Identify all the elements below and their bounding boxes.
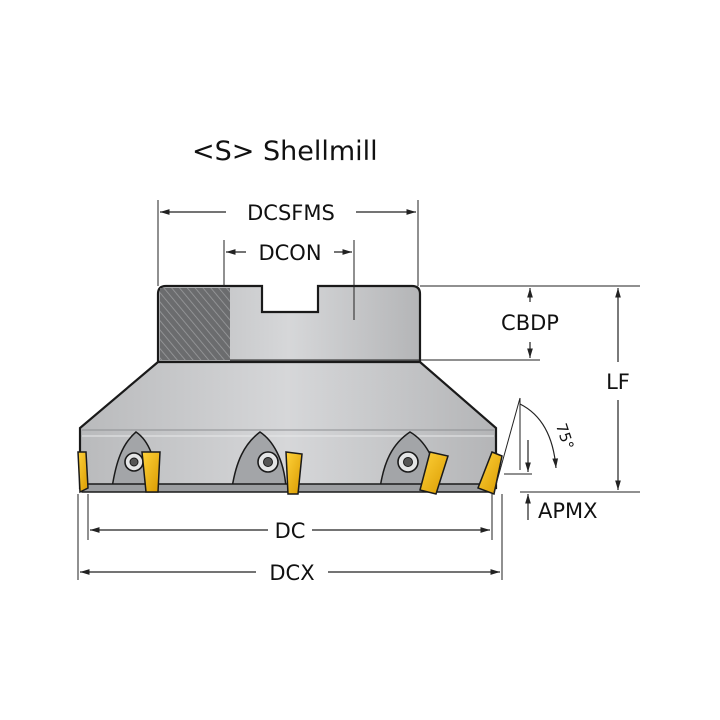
insert-1 [77, 451, 89, 494]
insert-4 [419, 451, 449, 495]
angle-label: 75° [552, 421, 577, 452]
insert-3 [285, 451, 303, 495]
insert-2 [141, 451, 161, 493]
dim-dcx: DCX [77, 494, 503, 585]
dc-label: DC [275, 519, 306, 543]
dim-dcon: DCON [223, 240, 355, 320]
diagram-title: <S> Shellmill [192, 136, 378, 167]
apmx-label: APMX [538, 499, 598, 523]
screw-3 [397, 451, 419, 473]
dcon-label: DCON [258, 241, 321, 265]
screw-2 [257, 451, 279, 473]
hatched-section [160, 288, 230, 360]
dim-dc: DC [87, 494, 493, 543]
cbdp-label: CBDP [501, 311, 559, 335]
lf-label: LF [606, 370, 630, 394]
dim-angle: 75° [493, 397, 577, 493]
dim-dcsfms: DCSFMS [157, 200, 419, 286]
dcsfms-label: DCSFMS [247, 201, 335, 225]
screw-1 [124, 452, 144, 472]
dcx-label: DCX [269, 561, 314, 585]
dim-cbdp: CBDP [230, 285, 640, 361]
dim-lf: LF [520, 288, 640, 493]
dim-apmx: APMX [504, 440, 598, 523]
